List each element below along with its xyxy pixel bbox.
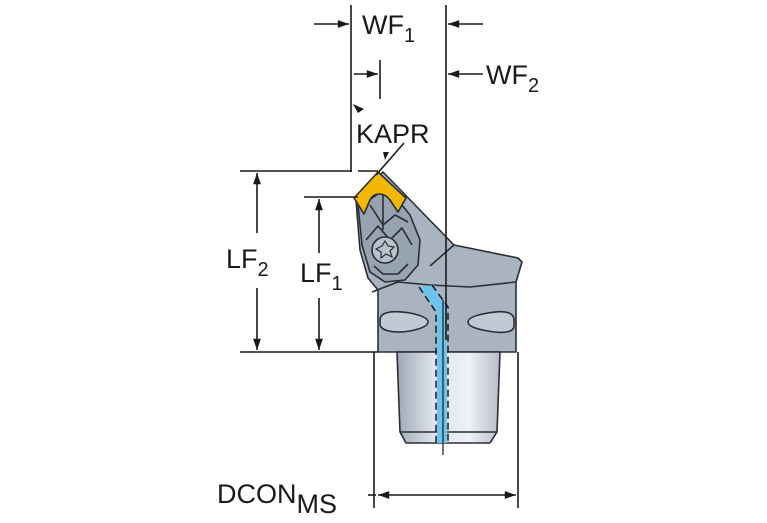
label-dcon-ms: DCONMS [217, 479, 337, 519]
coolant-channel [419, 285, 447, 443]
cutting-insert [353, 171, 407, 215]
label-lf2: LF2 [226, 244, 269, 281]
torx-icon [374, 239, 396, 260]
label-lf1: LF1 [300, 258, 343, 295]
label-kapr: KAPR [356, 119, 430, 149]
label-wf2: WF2 [486, 60, 539, 97]
label-wf1: WF1 [362, 10, 415, 47]
slot-left [379, 310, 429, 333]
dimension-lines [240, 5, 519, 508]
slot-right [467, 310, 515, 334]
tool-body [353, 171, 523, 455]
